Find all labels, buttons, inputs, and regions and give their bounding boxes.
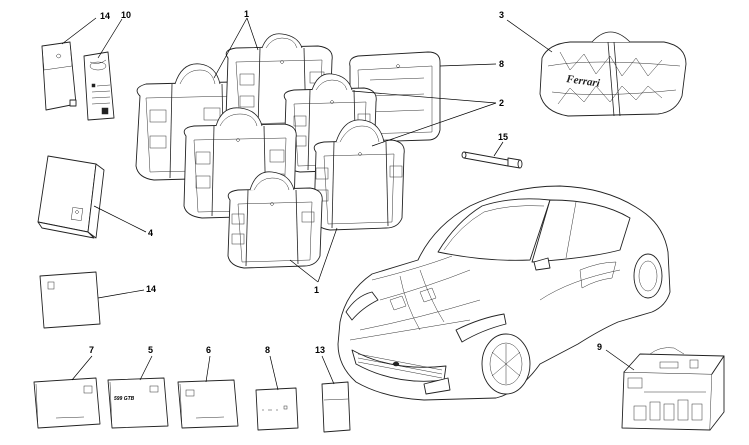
booklet-6 — [177, 379, 239, 429]
callout-3: 3 — [499, 10, 504, 20]
card-11 — [83, 51, 115, 121]
callout-13: 13 — [315, 345, 325, 355]
callout-8: 8 — [265, 345, 270, 355]
booklet-7 — [33, 377, 101, 429]
callout-5: 5 — [148, 345, 153, 355]
callout-11: 10 — [121, 10, 131, 20]
callout-10: 8 — [499, 59, 504, 69]
pouch-12 — [41, 41, 77, 111]
callout-1-top: 1 — [244, 9, 249, 19]
callout-4: 4 — [148, 228, 153, 238]
luggage-bag-right — [313, 119, 405, 231]
callout-15: 15 — [498, 132, 508, 142]
booklet-5-text: 599 GTB — [114, 396, 135, 402]
car-cover-bag-3: Ferrari — [539, 31, 687, 117]
booklet-14 — [39, 271, 101, 329]
booklet-8 — [255, 387, 299, 431]
callout-7: 7 — [89, 345, 94, 355]
manual-folder-4 — [37, 155, 105, 239]
callout-9: 9 — [597, 342, 602, 352]
callout-1-bottom: 1 — [314, 285, 319, 295]
tool-case-9 — [621, 347, 725, 431]
booklet-13 — [321, 381, 351, 433]
car-599-gtb — [337, 185, 671, 401]
callout-6: 6 — [206, 345, 211, 355]
callout-12: 14 — [100, 11, 110, 21]
car-cover-brand-text: Ferrari — [565, 73, 602, 90]
torch-15 — [461, 151, 523, 169]
luggage-bag-small-front — [227, 171, 323, 269]
booklet-5: 599 GTB — [107, 377, 169, 429]
callout-14: 14 — [146, 284, 156, 294]
callout-2: 2 — [499, 98, 504, 108]
